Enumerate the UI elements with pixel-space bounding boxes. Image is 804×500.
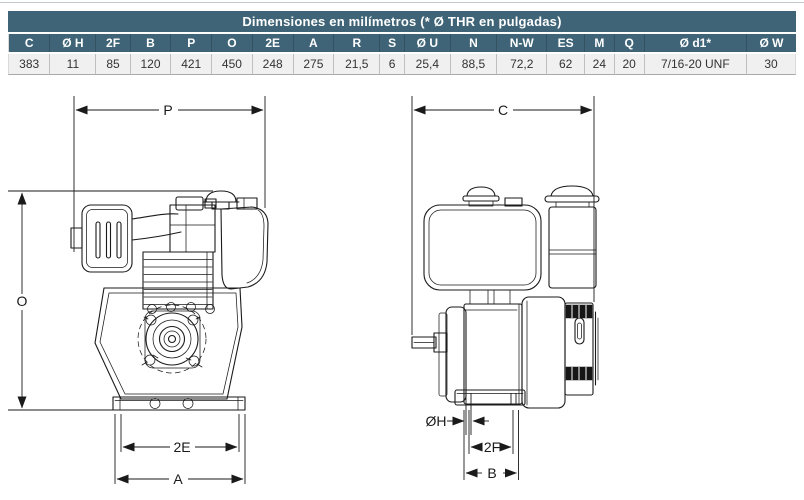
dim-label-2f: 2F [484,439,500,455]
value-cell: 20 [614,54,645,75]
dimension-b: B [463,410,519,481]
value-cell: 11 [50,54,97,75]
column-header: R [334,34,381,52]
top-divider [0,2,804,3]
column-header: 2F [96,34,131,52]
dim-label-dia-h: ØH [426,413,447,429]
fuel-cap [202,190,240,210]
dimension-p: P [73,96,266,252]
column-header: C [8,34,51,52]
column-header: M [584,34,615,52]
value-cell: 88,5 [450,54,498,75]
value-cell: 383 [8,54,51,75]
value-cell: 450 [212,54,253,75]
table-title-row: Dimensiones en milímetros (* Ø THR en pu… [8,11,796,32]
value-cell: 21,5 [334,54,381,75]
value-cell: 30 [747,54,796,75]
value-cell: 72,2 [497,54,548,75]
value-cell: 275 [293,54,335,75]
column-header: ES [547,34,585,52]
rear-view-drawing: C [411,96,600,481]
table-title: Dimensiones en milímetros (* Ø THR en pu… [8,11,796,32]
value-cell: 248 [252,54,294,75]
value-cell: 421 [171,54,213,75]
base-plate [112,396,246,411]
side-view-drawing: P O [8,96,269,487]
column-header: N [450,34,498,52]
dimensions-table: Dimensiones en milímetros (* Ø THR en pu… [8,9,796,77]
dimension-2e: 2E [120,414,240,455]
engine-base [454,389,526,406]
engine-block [438,303,523,405]
column-header: B [130,34,172,52]
column-header: Q [614,34,645,52]
column-header: Ø W [747,34,796,52]
dim-label-o: O [17,293,28,309]
column-header: Ø U [404,34,451,52]
fuel-tank-rear [423,186,542,305]
cylinder-fins [142,251,214,310]
exhaust-pipe [131,213,182,241]
column-header: O [212,34,253,52]
dimension-a: A [114,414,246,487]
column-header: Ø d1* [644,34,748,52]
dimension-o: O [8,190,213,411]
value-cell: 25,4 [404,54,451,75]
crankcase-body [94,287,243,400]
column-header: A [293,34,335,52]
dim-label-p: P [163,102,172,118]
value-cell: 85 [96,54,131,75]
value-cell: 62 [547,54,585,75]
dimension-c: C [411,96,595,335]
column-header: S [380,34,405,52]
column-header: P [171,34,213,52]
value-cell: 24 [584,54,615,75]
muffler [70,204,133,273]
pto-flange [137,304,207,374]
column-header: N-W [497,34,548,52]
recoil-starter [564,302,599,396]
dim-label-c: C [498,102,508,118]
value-cell: 7/16-20 UNF [644,54,748,75]
dim-label-2e: 2E [173,439,190,455]
dimensions-table-wrap: Dimensiones en milímetros (* Ø THR en pu… [8,9,796,77]
fuel-tank-side [220,197,269,290]
cylinder-head [169,196,217,253]
column-header: 2E [252,34,294,52]
value-cell: 6 [380,54,405,75]
crankshaft [411,332,448,353]
dimension-dia-h: ØH [426,393,517,435]
air-cleaner [544,185,600,289]
dimension-2f: 2F [468,410,514,455]
flywheel-housing [521,296,566,409]
column-header: Ø H [50,34,97,52]
dim-label-b: B [487,465,496,481]
engine-drawings: P O [0,80,804,500]
value-cell: 120 [130,54,172,75]
dim-label-a: A [173,471,183,487]
